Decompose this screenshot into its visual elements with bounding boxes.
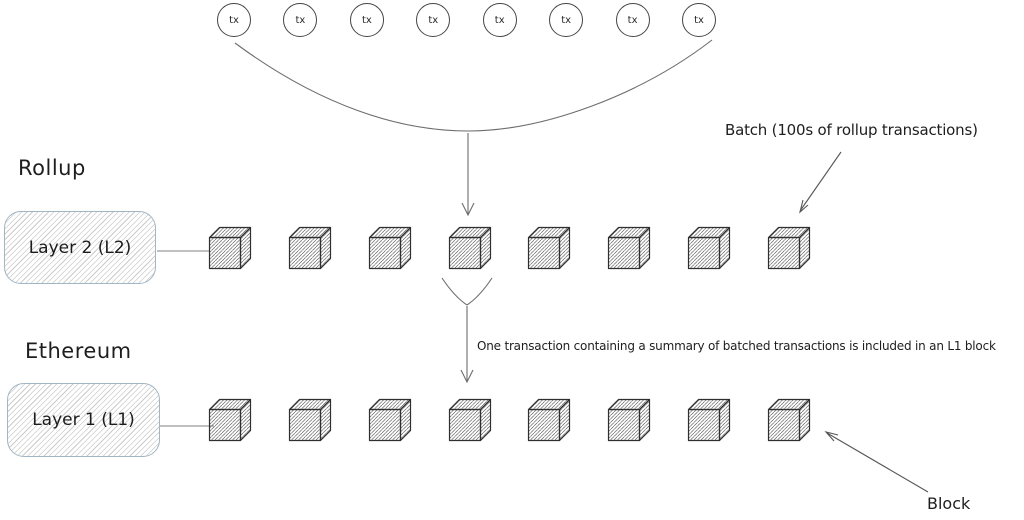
layer1-box-label: Layer 1 (L1)	[32, 410, 135, 430]
tx-funnel-curve	[234, 39, 713, 132]
layer2-box-label: Layer 2 (L2)	[28, 237, 132, 258]
block-annotation: Block	[927, 494, 971, 513]
ethereum-section-label: Ethereum	[25, 339, 132, 363]
layer2-box: Layer 2 (L2)	[4, 211, 156, 284]
summary-annotation: One transaction containing a summary of …	[477, 339, 996, 353]
rollup-section-label: Rollup	[18, 156, 86, 180]
batch-annotation: Batch (100s of rollup transactions)	[725, 121, 978, 139]
block-annotation-arrow	[824, 431, 929, 493]
l2-merge-v-curve	[441, 277, 493, 306]
layer1-box: Layer 1 (L1)	[7, 383, 160, 457]
batch-annotation-arrow	[799, 151, 842, 214]
summary-down-arrow	[460, 306, 474, 384]
funnel-down-arrow	[461, 133, 475, 217]
